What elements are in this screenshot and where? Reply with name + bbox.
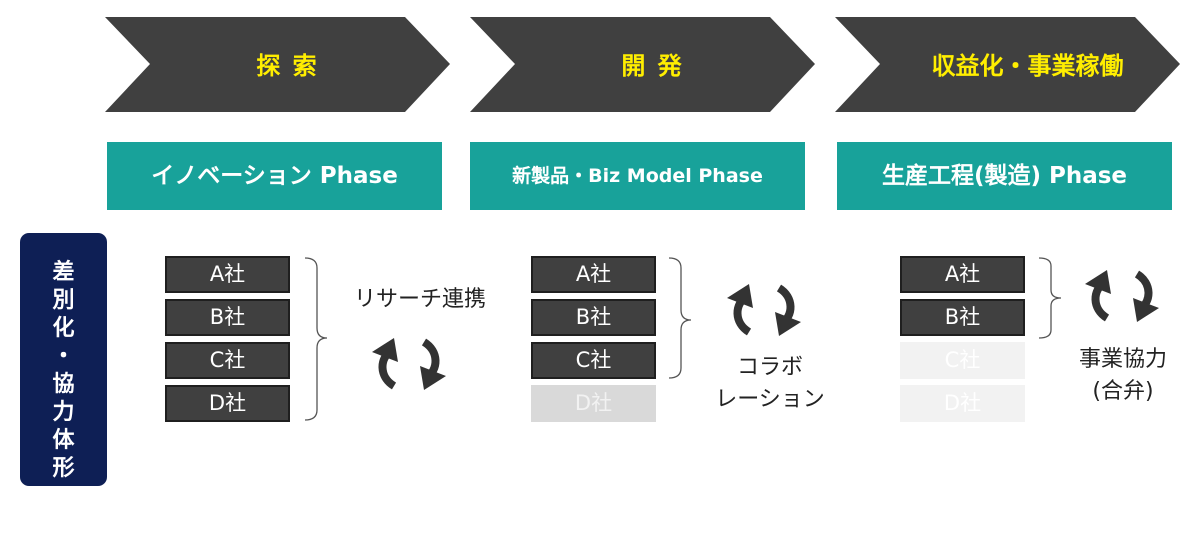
company-box: C社: [531, 342, 656, 379]
chevron-shape: [470, 17, 815, 112]
note-line: レーション: [715, 387, 825, 412]
note-line: 事業協力: [1078, 347, 1167, 372]
side-label-char: 差: [52, 260, 75, 285]
chevron-label: 収益化・事業稼働: [931, 52, 1124, 80]
side-label-char: 体: [52, 428, 75, 453]
company-box: A社: [900, 256, 1025, 293]
brace-icon: [668, 257, 692, 379]
brace-icon: [1038, 257, 1062, 339]
company-box: B社: [165, 299, 290, 336]
company-box: A社: [531, 256, 656, 293]
brace-icon: [304, 257, 328, 421]
chevron-label: 探 索: [256, 52, 319, 80]
chevron-shape: [105, 17, 450, 112]
phase-new-product: 新製品・Biz Model Phase: [470, 142, 805, 210]
side-label-char: 力: [52, 400, 75, 425]
chevron-develop: 開 発: [470, 0, 835, 130]
company-box: B社: [531, 299, 656, 336]
cycle-icon: [1085, 270, 1159, 322]
chevron-shape: [835, 17, 1180, 112]
side-label-box: 差 別 化 ・ 協 力 体 形: [20, 233, 107, 486]
company-box: B社: [900, 299, 1025, 336]
company-box-inactive: D社: [531, 385, 656, 422]
note-line: コラボ: [736, 355, 803, 380]
phase-innovation: イノベーション Phase: [107, 142, 442, 210]
chevron-monetize: 収益化・事業稼働: [835, 0, 1200, 130]
company-box-inactive: D社: [900, 385, 1025, 422]
note-collaboration: コラボ レーション: [705, 352, 835, 416]
side-label-char: 化: [52, 316, 75, 341]
note-line: リサーチ連携: [353, 287, 486, 312]
side-label-char: 協: [52, 372, 75, 397]
note-line: (合弁): [1092, 379, 1154, 404]
cycle-icon: [727, 284, 801, 336]
company-box: D社: [165, 385, 290, 422]
phase-production: 生産工程(製造) Phase: [837, 142, 1172, 210]
note-joint-venture: 事業協力 (合弁): [1058, 344, 1188, 408]
side-label-char: ・: [52, 344, 75, 369]
side-label: 差 別 化 ・ 協 力 体 形: [20, 259, 107, 483]
side-label-char: 形: [52, 456, 75, 481]
company-box: A社: [165, 256, 290, 293]
chevron-explore: 探 索: [105, 0, 470, 130]
note-research: リサーチ連携: [340, 284, 500, 316]
side-label-char: 別: [52, 288, 75, 313]
company-box-inactive: C社: [900, 342, 1025, 379]
cycle-icon: [372, 338, 446, 390]
company-box: C社: [165, 342, 290, 379]
chevron-label: 開 発: [621, 52, 684, 80]
